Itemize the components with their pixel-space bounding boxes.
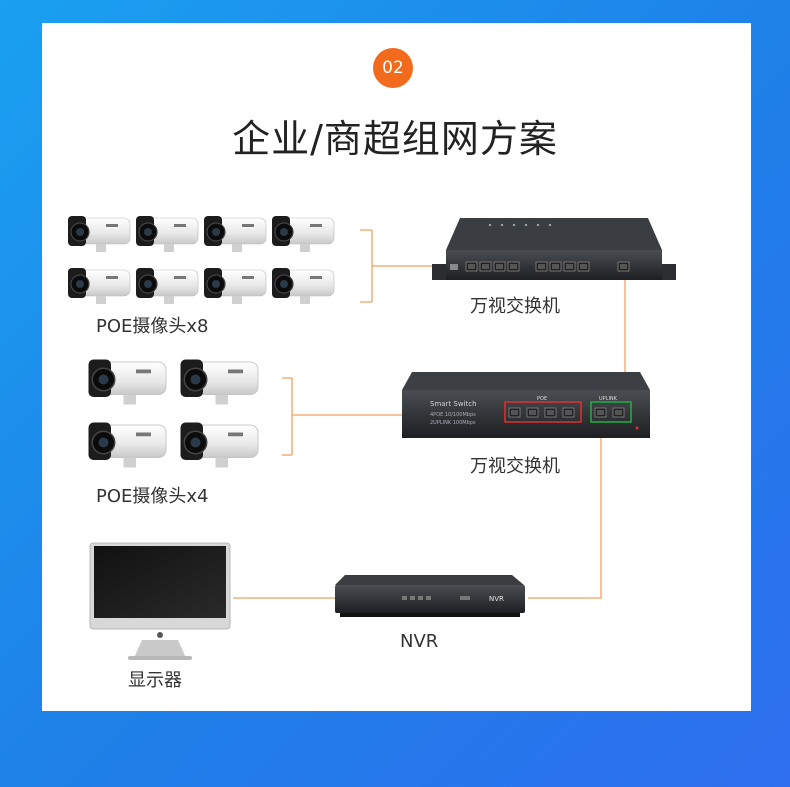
bullet-camera-icon xyxy=(87,421,167,469)
monitor-label: 显示器 xyxy=(128,670,182,691)
poe-switch-spec-1: 4POE 10/100Mbps xyxy=(430,412,476,418)
page-title: 企业/商超组网方案 xyxy=(232,117,558,161)
bullet-camera-icon xyxy=(271,267,335,305)
nvr-device-label: NVR xyxy=(489,595,504,603)
bullet-camera-icon xyxy=(67,267,131,305)
camera-group-4 xyxy=(87,358,259,469)
bullet-camera-icon xyxy=(179,358,259,406)
monitor-icon xyxy=(89,542,231,660)
bullet-camera-icon xyxy=(203,215,267,253)
poe-group-label: POE xyxy=(537,396,547,402)
bullet-camera-icon xyxy=(179,421,259,469)
bullet-camera-icon xyxy=(67,215,131,253)
bullet-camera-icon xyxy=(203,267,267,305)
switch-poe-label: 万视交换机 xyxy=(470,456,560,477)
camera-group-8 xyxy=(67,215,335,305)
cameras-4-label: POE摄像头x4 xyxy=(96,486,209,507)
bullet-camera-icon xyxy=(135,215,199,253)
uplink-group-label: UPLINK xyxy=(599,396,618,402)
switch-top-label: 万视交换机 xyxy=(470,296,560,317)
poe-switch-icon: Smart Switch 4POE 10/100Mbps 2UPLINK 100… xyxy=(402,372,650,438)
poe-switch-name: Smart Switch xyxy=(430,400,477,408)
nvr-label: NVR xyxy=(400,631,439,652)
bullet-camera-icon xyxy=(87,358,167,406)
bullet-camera-icon xyxy=(271,215,335,253)
nvr-recorder-icon: NVR xyxy=(335,575,525,617)
network-switch-icon xyxy=(432,218,676,280)
cameras-8-label: POE摄像头x8 xyxy=(96,316,209,337)
connection-lines xyxy=(233,229,626,599)
step-badge: 02 xyxy=(373,48,413,88)
poe-switch-spec-2: 2UPLINK 100Mbps xyxy=(430,420,476,426)
bullet-camera-icon xyxy=(135,267,199,305)
link-switch-nvr xyxy=(528,420,602,599)
